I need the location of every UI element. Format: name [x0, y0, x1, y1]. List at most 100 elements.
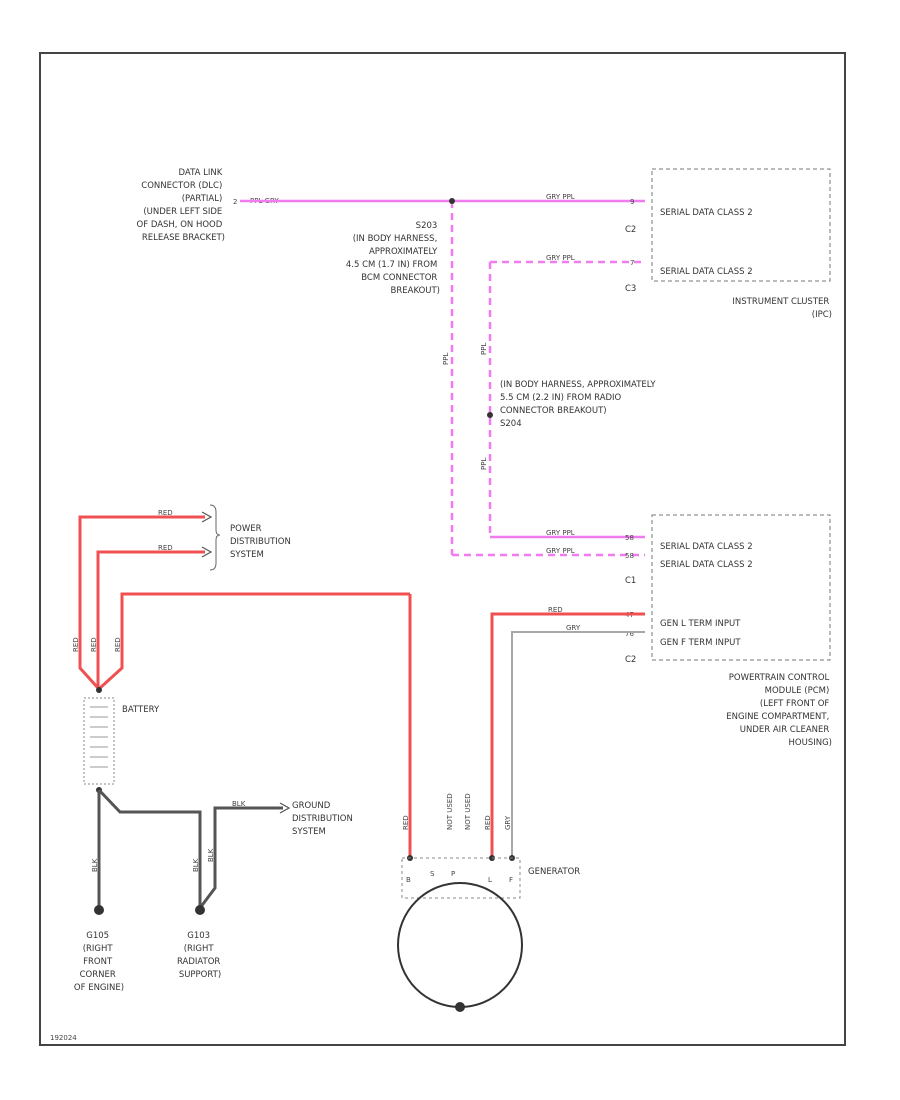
power-distribution-label: POWER DISTRIBUTION SYSTEM	[230, 524, 294, 560]
g105-line-3: FRONT	[83, 957, 113, 967]
generator: B S P L F GENERATOR	[397, 855, 580, 1012]
battery-label: BATTERY	[122, 705, 160, 715]
pcm-pin-4-number: 76	[625, 630, 634, 638]
gen-f-wire-label: GRY	[566, 624, 581, 632]
gen-terminal-p: P	[451, 870, 455, 878]
g103-line-3: RADIATOR	[177, 957, 220, 967]
s203-line-3: APPROXIMATELY	[369, 247, 438, 257]
gen-b-vertical-label: RED	[402, 815, 410, 830]
ground-arrow-icon	[279, 802, 291, 814]
battery-power-wire-2	[96, 550, 205, 688]
generator-body-icon	[397, 882, 523, 1008]
splice-s203: S203 (IN BODY HARNESS, APPROXIMATELY 4.5…	[346, 198, 455, 296]
pcm-upper-wire-label: GRY PPL	[546, 529, 575, 537]
battery-wire-2-vertical-label: RED	[90, 637, 98, 652]
s204-line-2: 5.5 CM (2.2 IN) FROM RADIO	[500, 393, 622, 403]
ground-distribution-label: GROUND DISTRIBUTION SYSTEM	[292, 801, 356, 837]
s203-vertical-ppl-label: PPL	[442, 353, 450, 365]
battery-wire-3-vertical-label: RED	[114, 637, 122, 652]
ground-g105-icon	[94, 905, 104, 915]
generator-pcm-wires	[490, 612, 645, 858]
instrument-cluster: 9 SERIAL DATA CLASS 2 C2 7 SERIAL DATA C…	[625, 168, 832, 320]
ipc-pin-1-connector: C2	[625, 225, 636, 235]
dlc-label: DATA LINK CONNECTOR (DLC) (PARTIAL) (UND…	[137, 168, 225, 243]
ipc-lower-wire-label: GRY PPL	[546, 254, 575, 262]
gen-p-not-used-label: NOT USED	[464, 793, 472, 830]
power-arrow-2-icon	[201, 546, 213, 558]
pcm-lower-wire-label: GRY PPL	[546, 547, 575, 555]
gen-s-not-used-label: NOT USED	[446, 793, 454, 830]
dlc-label-line-5: OF DASH, ON HOOD	[137, 220, 223, 230]
s203-line-2: (IN BODY HARNESS,	[353, 234, 438, 244]
gen-f-term-wire	[511, 631, 645, 858]
pcm-pin-2-connector: C1	[625, 576, 636, 586]
s204-line-3: CONNECTOR BREAKOUT)	[500, 406, 607, 416]
ground-wires	[97, 788, 283, 909]
ipc-box	[651, 168, 831, 282]
diagram-frame	[39, 52, 846, 1046]
ground-distribution-wire-label: BLK	[232, 800, 246, 808]
dlc-pin-number: 2	[233, 198, 237, 206]
ipc-pin-1-number: 9	[630, 198, 634, 206]
s204-lower-ppl-label: PPL	[480, 458, 488, 470]
battery-power-wire-1	[78, 515, 205, 690]
gen-l-term-wire	[490, 612, 645, 858]
splice-s204-dot	[487, 412, 493, 418]
g105-line-2: (RIGHT	[83, 944, 114, 954]
s204-line-4: S204	[500, 419, 522, 429]
gen-terminal-l: L	[488, 876, 492, 884]
ipc-name-line-1: INSTRUMENT CLUSTER	[732, 297, 829, 307]
ipc-pin-2-label: SERIAL DATA CLASS 2	[660, 267, 753, 277]
power-label-line-3: SYSTEM	[230, 550, 264, 560]
pcm-pin-1-label: SERIAL DATA CLASS 2	[660, 542, 753, 552]
ground-g105-label: G105 (RIGHT FRONT CORNER OF ENGINE)	[74, 931, 124, 993]
ipc-name-line-2: (IPC)	[812, 310, 832, 320]
pcm-name-line-4: ENGINE COMPARTMENT,	[726, 712, 829, 722]
ipc-name: INSTRUMENT CLUSTER (IPC)	[732, 297, 832, 320]
dlc-label-line-1: DATA LINK	[179, 168, 223, 178]
powertrain-control-module: 58 SERIAL DATA CLASS 2 58 SERIAL DATA CL…	[625, 514, 832, 748]
pcm-name-line-1: POWERTRAIN CONTROL	[729, 673, 830, 683]
reference-code: 192024	[50, 1034, 77, 1042]
s203-line-5: BCM CONNECTOR	[361, 273, 437, 283]
power-distribution-bracket	[209, 504, 221, 571]
ipc-pin-1-label: SERIAL DATA CLASS 2	[660, 208, 753, 218]
pcm-pin-1-number: 58	[625, 534, 634, 542]
ground-g103-wire	[97, 788, 202, 908]
ground-distribution-wire	[198, 806, 283, 909]
battery-cells-icon	[90, 706, 108, 768]
g103-wire-label: BLK	[192, 858, 200, 872]
splice-s204: (IN BODY HARNESS, APPROXIMATELY 5.5 CM (…	[487, 380, 656, 429]
battery-generator-wire-top	[98, 592, 410, 690]
generator-ground-dot	[455, 1002, 465, 1012]
g105-line-4: CORNER	[80, 970, 116, 980]
pcm-name: POWERTRAIN CONTROL MODULE (PCM) (LEFT FR…	[726, 673, 832, 748]
gen-l-vertical-label: RED	[484, 815, 492, 830]
s203-line-1: S203	[416, 221, 438, 231]
g105-wire-label: BLK	[91, 858, 99, 872]
s204-line-1: (IN BODY HARNESS, APPROXIMATELY	[500, 380, 656, 390]
splice-s203-label: S203 (IN BODY HARNESS, APPROXIMATELY 4.5…	[346, 221, 440, 296]
pcm-pin-4-label: GEN F TERM INPUT	[660, 638, 741, 648]
gen-f-vertical-label: GRY	[504, 815, 512, 830]
g103-line-1: G103	[187, 931, 210, 941]
power-distribution-wires	[78, 515, 412, 858]
power-label-line-1: POWER	[230, 524, 262, 534]
gen-terminal-f: F	[509, 876, 513, 884]
ipc-pin-2-connector: C3	[625, 284, 636, 294]
pcm-pin-2-number: 58	[625, 552, 634, 560]
dlc-label-line-2: CONNECTOR (DLC)	[141, 181, 222, 191]
ground-g103: G103 (RIGHT RADIATOR SUPPORT)	[177, 905, 221, 980]
ground-label-line-3: SYSTEM	[292, 827, 326, 837]
g103-line-4: SUPPORT)	[179, 970, 221, 980]
power-label-line-2: DISTRIBUTION	[230, 537, 291, 547]
power-wire-1-label: RED	[158, 509, 173, 517]
pcm-name-line-2: MODULE (PCM)	[765, 686, 830, 696]
data-link-connector: DATA LINK CONNECTOR (DLC) (PARTIAL) (UND…	[137, 168, 280, 243]
power-arrow-1-icon	[201, 511, 213, 523]
pcm-name-line-3: (LEFT FRONT OF	[760, 699, 829, 709]
gen-connector-box	[401, 857, 521, 899]
battery-positive-terminal	[96, 687, 102, 693]
ground-label-line-1: GROUND	[292, 801, 331, 811]
